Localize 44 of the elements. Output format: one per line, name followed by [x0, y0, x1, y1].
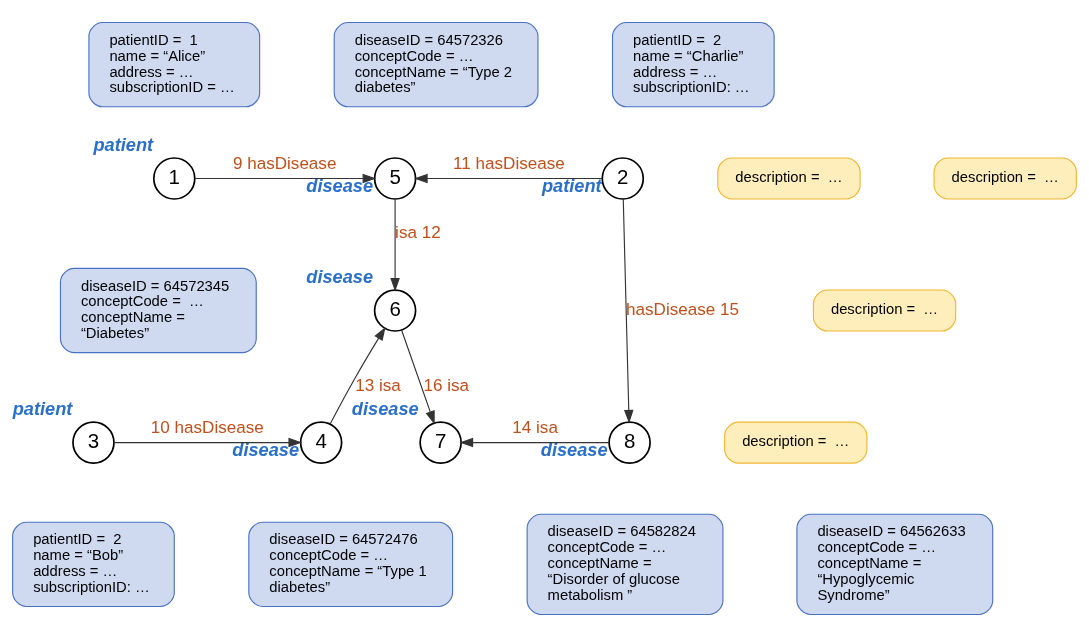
edge-label: isa 12 — [395, 222, 441, 242]
node-box: description = … — [717, 157, 861, 200]
arrow — [459, 437, 610, 448]
node-box: diseaseID = 64582824 conceptCode = … conceptName = “Disorder of glucose metabolism ” — [526, 513, 724, 616]
node-circle: 6 — [373, 289, 417, 332]
node-box: diseaseID = 64572476 conceptCode = … conceptName = “Type 1 diabetes” — [248, 521, 454, 608]
node-label: disease — [232, 440, 300, 460]
node-circle: 4 — [299, 421, 343, 464]
node-box: patientID = 1 name = “Alice” address = … subscriptionID = … — [88, 22, 261, 108]
node-circle: 7 — [419, 421, 462, 464]
node-label: patient — [93, 134, 154, 155]
arrow — [194, 173, 377, 184]
node-label: disease — [306, 175, 374, 196]
arrow — [329, 326, 386, 425]
node-box: description = … — [933, 157, 1077, 200]
arrow — [622, 198, 634, 424]
arrow — [401, 329, 435, 425]
node-circle: 2 — [601, 157, 645, 200]
edge-label: 14 isa — [512, 418, 558, 438]
node-circle: 1 — [152, 157, 196, 200]
node-box: description = … — [812, 289, 957, 332]
node-label: patient — [541, 175, 602, 196]
edge-label: 9 hasDisease — [233, 154, 337, 174]
node-box: diseaseID = 64572345 conceptCode = … conceptName = “Diabetes” — [59, 267, 257, 354]
arrow — [414, 173, 603, 184]
node-label: disease — [306, 266, 374, 287]
edge-label: 10 hasDisease — [150, 418, 264, 438]
node-circle: 8 — [608, 421, 651, 464]
edge-label: 13 isa — [355, 376, 401, 396]
node-box: diseaseID = 64562633 conceptCode = … conceptName = “Hypoglycemic Syndrome” — [796, 513, 994, 616]
node-box: patientID = 2 name = “Bob” address = … subscriptionID: … — [12, 521, 175, 608]
edge-label: 16 isa — [423, 376, 470, 396]
edge-label: 11 hasDisease — [453, 154, 565, 174]
node-box: patientID = 2 name = “Charlie” address = … subscriptionID: … — [611, 22, 775, 108]
node-label: patient — [12, 399, 73, 420]
arrow — [390, 198, 400, 292]
node-box: diseaseID = 64572326 conceptCode = … conceptName = “Type 2 diabetes” — [333, 22, 539, 108]
node-label: disease — [540, 440, 608, 460]
node-circle: 3 — [72, 421, 115, 464]
node-label: disease — [351, 399, 419, 420]
node-box: description = … — [724, 421, 868, 464]
edge-label: hasDisease 15 — [626, 299, 739, 319]
node-circle: 5 — [373, 157, 417, 200]
arrow — [113, 437, 303, 448]
